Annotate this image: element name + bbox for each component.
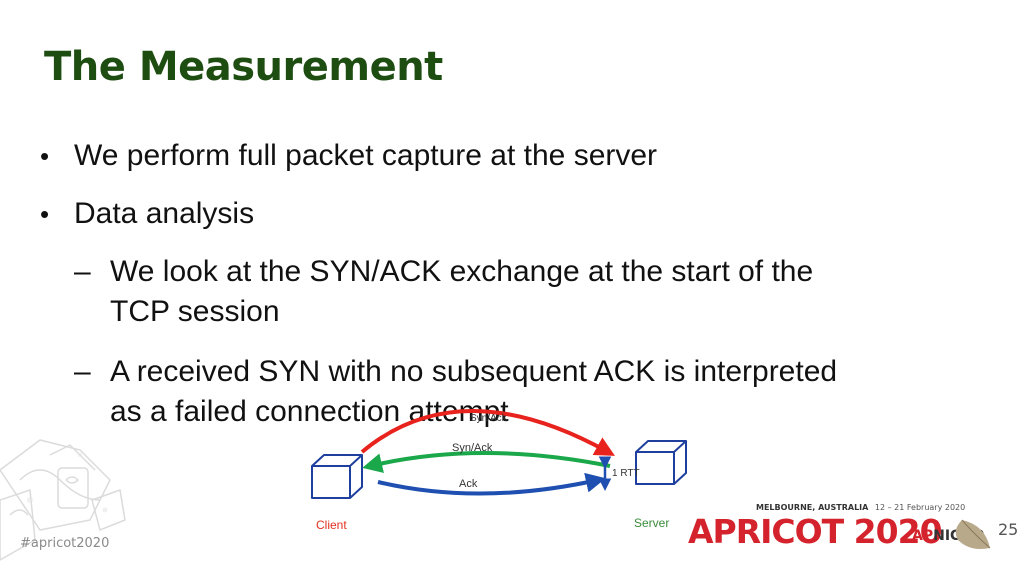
event-location-text: MELBOURNE, AUSTRALIA: [756, 503, 869, 512]
sub-bullet-text: We look at the SYN/ACK exchange at the s…: [110, 255, 814, 288]
sub-bullet-text: A received SYN with no subsequent ACK is…: [110, 355, 838, 388]
bullet-dot: •: [40, 199, 50, 229]
apnic-prefix: AP: [912, 528, 934, 544]
bullet-text: Data analysis: [74, 197, 255, 230]
server-label: Server: [634, 516, 670, 530]
bullet-text: We perform full packet capture at the se…: [74, 139, 658, 172]
rtt-label: 1 RTT: [612, 468, 640, 479]
sub-bullet-text-cont: TCP session: [110, 295, 280, 328]
client-label: Client: [316, 518, 347, 532]
ack-arrow: [377, 472, 606, 496]
hashtag: #apricot2020: [20, 536, 110, 551]
ack-label: Ack: [459, 478, 478, 490]
anniversary-years: 25: [998, 520, 1019, 539]
event-dates: 12 – 21 February 2020: [874, 503, 966, 512]
syn-arrow: [360, 409, 615, 456]
event-location: MELBOURNE, AUSTRALIA 12 – 21 February 20…: [756, 503, 965, 512]
client-box: [311, 454, 363, 499]
slide-title: The Measurement: [44, 44, 443, 90]
server-box: [635, 440, 687, 485]
synack-label: Syn/Ack: [452, 442, 493, 454]
sub-bullet-dash: –: [74, 255, 91, 288]
bullet-dot: •: [40, 141, 50, 171]
sub-bullet-text-cont: as a failed connection attempt: [110, 395, 509, 428]
synack-arrow: [362, 451, 611, 473]
syn-label: Syn/Ack: [470, 413, 507, 424]
event-logo: APRICOT 2020: [688, 512, 943, 551]
sub-bullet-dash: –: [74, 355, 91, 388]
